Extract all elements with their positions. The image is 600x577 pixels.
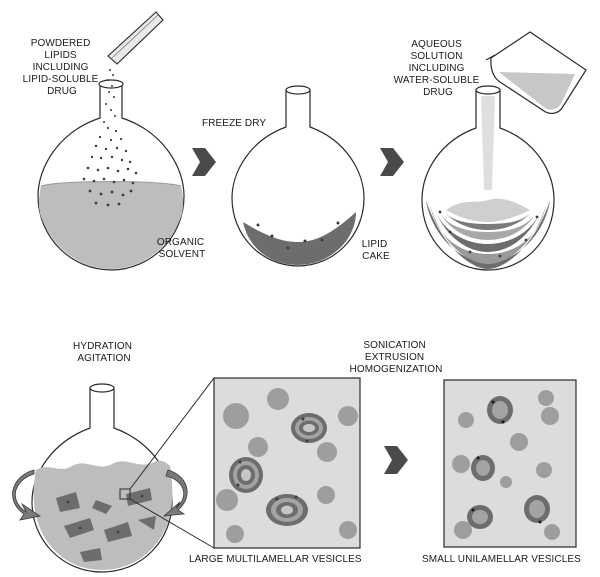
organic-solvent-label: ORGANIC SOLVENT	[157, 237, 207, 260]
small-vesicles-label: SMALL UNILAMELLAR VESICLES	[422, 554, 581, 565]
flask-4-hydration	[31, 383, 173, 573]
freeze-dry-label: FREEZE DRY	[202, 118, 266, 129]
suv-2	[471, 455, 495, 481]
sonication-label: SONICATION EXTRUSION HOMOGENIZATION	[350, 340, 443, 375]
hydration-agitation-label: HYDRATION AGITATION	[73, 341, 135, 364]
arrow-3	[384, 446, 408, 474]
large-vesicles-label: LARGE MULTILAMELLAR VESICLES	[189, 554, 362, 565]
arrow-1	[192, 148, 216, 176]
suv-4	[524, 495, 550, 524]
suv-1	[487, 396, 513, 424]
large-vesicles-panel	[213, 377, 361, 549]
powdered-lipids-label: POWDERED LIPIDS INCLUDING LIPID-SOLUBLE …	[23, 38, 102, 97]
rotation-arrow-left-icon	[12, 469, 42, 521]
falling-powder	[82, 69, 138, 207]
rotation-arrow-right-icon	[162, 469, 188, 517]
mlv-3	[266, 494, 308, 526]
arrow-2	[380, 148, 404, 176]
small-vesicles-panel	[443, 379, 577, 548]
mlv-1	[291, 413, 327, 443]
aqueous-solution-label: AQUEOUS SOLUTION INCLUDING WATER-SOLUBLE…	[394, 39, 483, 98]
zoom-line-bottom	[129, 498, 215, 549]
lipid-cake-label: LIPID CAKE	[362, 239, 390, 262]
suv-3	[467, 505, 493, 529]
mlv-2	[229, 457, 263, 493]
flask-3-aqueous	[421, 85, 555, 271]
flask-2-lipid-cake	[231, 85, 365, 267]
beaker-icon	[485, 31, 587, 114]
flask-1-organic-solvent	[37, 79, 185, 271]
zoom-line-top	[129, 377, 215, 490]
spatula-icon	[107, 11, 164, 65]
